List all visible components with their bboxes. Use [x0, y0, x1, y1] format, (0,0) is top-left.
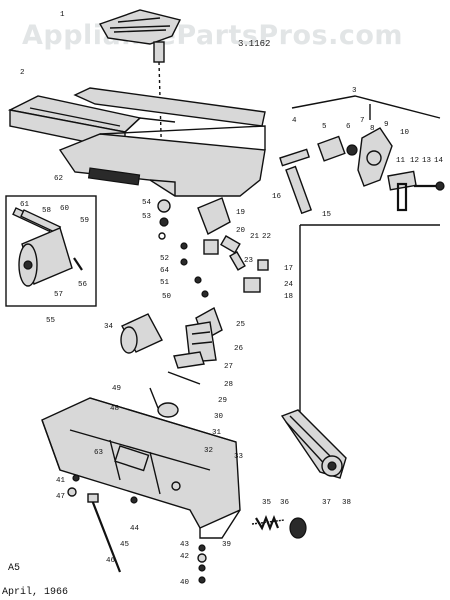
- callout-49: 49: [112, 385, 121, 393]
- date-note: April, 1966: [2, 586, 68, 598]
- callout-5: 5: [322, 123, 327, 131]
- callout-30: 30: [214, 413, 224, 421]
- callout-61: 61: [20, 201, 30, 209]
- fence-knob-part: [98, 9, 182, 176]
- spindle-and-knob-part: [251, 515, 307, 539]
- callout-labels: 1 2 3 4 5 6 7 8 9 10 11 12 13 14 15 16 1…: [20, 11, 444, 587]
- callout-34: 34: [104, 323, 114, 331]
- callout-3: 3: [352, 87, 357, 95]
- callout-38: 38: [342, 499, 351, 507]
- callout-57: 57: [54, 291, 63, 299]
- belt-drive-part: [280, 409, 347, 479]
- sheet-code: A5: [8, 563, 20, 574]
- callout-39: 39: [222, 541, 231, 549]
- callout-28: 28: [224, 381, 233, 389]
- callout-14: 14: [434, 157, 444, 165]
- callout-41: 41: [56, 477, 66, 485]
- callout-9: 9: [384, 121, 389, 129]
- callout-53: 53: [142, 213, 152, 221]
- callout-29: 29: [218, 397, 227, 405]
- callout-13: 13: [422, 157, 432, 165]
- callout-23: 23: [244, 257, 254, 265]
- callout-62: 62: [54, 175, 63, 183]
- callout-42: 42: [180, 553, 189, 561]
- callout-6: 6: [346, 123, 351, 131]
- cutter-shaft-group: [279, 127, 445, 215]
- watermark-text: AppliancePartsPros.com: [22, 20, 403, 51]
- callout-21: 21: [250, 233, 260, 241]
- callout-12: 12: [410, 157, 419, 165]
- callout-32: 32: [204, 447, 213, 455]
- callout-35: 35: [262, 499, 272, 507]
- model-code: 3.1162: [238, 39, 270, 49]
- callout-2: 2: [20, 69, 25, 77]
- callout-58: 58: [42, 207, 51, 215]
- callout-27: 27: [224, 363, 233, 371]
- base-casting-part: [41, 397, 241, 539]
- callout-54: 54: [142, 199, 152, 207]
- small-parts-column: [157, 197, 269, 298]
- callout-17: 17: [284, 265, 293, 273]
- callout-50: 50: [162, 293, 172, 301]
- roller-part: [120, 313, 163, 354]
- callout-46: 46: [106, 557, 116, 565]
- callout-63: 63: [94, 449, 104, 457]
- callout-16: 16: [272, 193, 282, 201]
- callout-55: 55: [46, 317, 56, 325]
- callout-56: 56: [78, 281, 88, 289]
- callout-47: 47: [56, 493, 65, 501]
- callout-18: 18: [284, 293, 293, 301]
- callout-25: 25: [236, 321, 246, 329]
- callout-60: 60: [60, 205, 70, 213]
- callout-52: 52: [160, 255, 169, 263]
- callout-33: 33: [234, 453, 244, 461]
- callout-20: 20: [236, 227, 246, 235]
- callout-19: 19: [236, 209, 245, 217]
- callout-26: 26: [234, 345, 244, 353]
- assembly-bracket-3: [291, 95, 441, 119]
- callout-22: 22: [262, 233, 271, 241]
- callout-51: 51: [160, 279, 170, 287]
- callout-11: 11: [396, 157, 406, 165]
- callout-31: 31: [212, 429, 222, 437]
- callout-7: 7: [360, 117, 365, 125]
- callout-15: 15: [322, 211, 332, 219]
- planer-base-part: [58, 87, 266, 197]
- callout-4: 4: [292, 117, 297, 125]
- callout-8: 8: [370, 125, 375, 133]
- cutter-head-detail-box: [5, 195, 97, 307]
- callout-24: 24: [284, 281, 294, 289]
- callout-43: 43: [180, 541, 190, 549]
- bolt-and-screws-part: [67, 474, 207, 584]
- callout-37: 37: [322, 499, 331, 507]
- callout-59: 59: [80, 217, 89, 225]
- callout-36: 36: [280, 499, 290, 507]
- feed-mechanism-parts: [149, 306, 223, 448]
- callout-64: 64: [160, 267, 170, 275]
- callout-40: 40: [180, 579, 190, 587]
- callout-44: 44: [130, 525, 140, 533]
- callout-45: 45: [120, 541, 130, 549]
- callout-10: 10: [400, 129, 410, 137]
- callout-48: 48: [110, 405, 119, 413]
- callout-1: 1: [60, 11, 65, 19]
